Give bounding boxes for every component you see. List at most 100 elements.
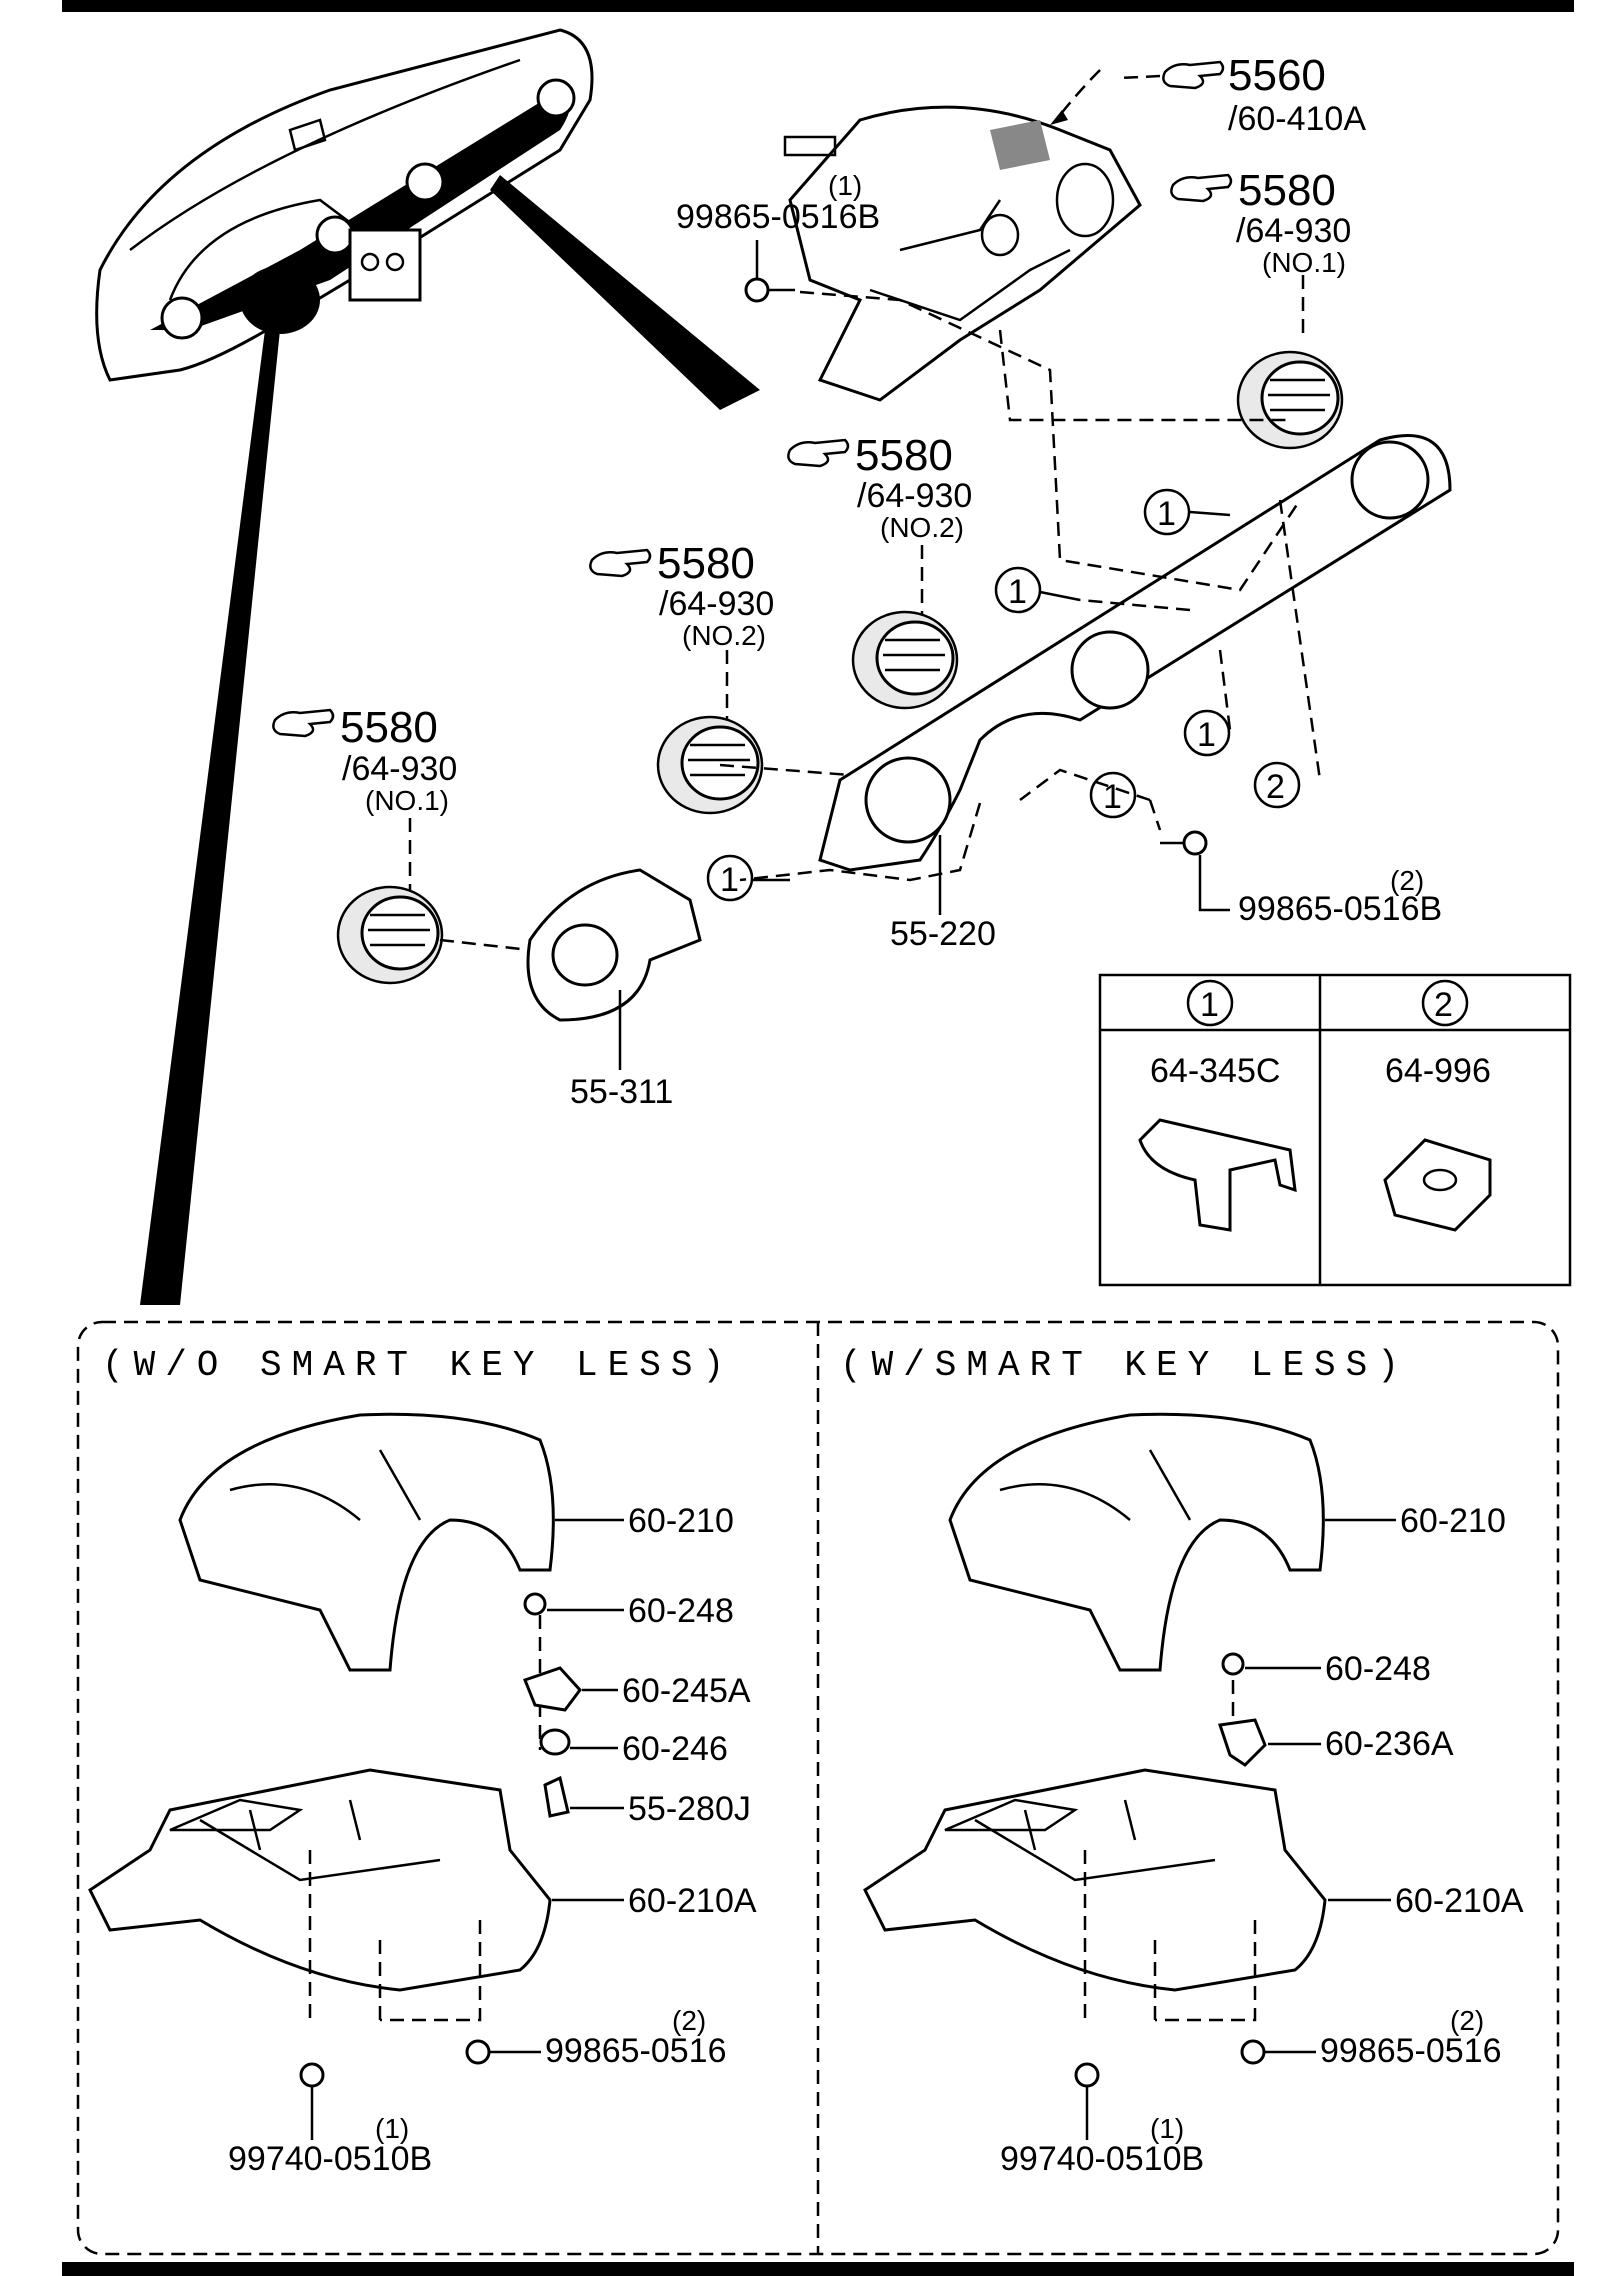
w-part-60-236a: 60-236A bbox=[1325, 1725, 1454, 1763]
wo-part-55-280j: 55-280J bbox=[628, 1790, 751, 1828]
w-screw-right-part: 99865-0516 bbox=[1320, 2032, 1502, 2070]
w-screw-left-qty: (1) bbox=[1150, 2113, 1184, 2144]
projection-wedge-lower bbox=[140, 330, 280, 1305]
bezel-55-311 bbox=[526, 868, 702, 1022]
reference-hand-icon bbox=[1162, 60, 1225, 90]
ref-5580-c: 5580 /64-930 (NO.2) bbox=[589, 539, 774, 651]
w-part-60-210: 60-210 bbox=[1400, 1502, 1506, 1540]
ref-5560-sub: /60-410A bbox=[1228, 100, 1366, 138]
callout-1-b: 1 bbox=[994, 566, 1081, 614]
bezel-part-number: 55-311 bbox=[570, 1073, 673, 1111]
w-part-60-210a: 60-210A bbox=[1395, 1882, 1524, 1920]
screw-mid-qty: (2) bbox=[1390, 865, 1424, 896]
bottom-rule bbox=[62, 2262, 1574, 2276]
leader-5560 bbox=[1059, 69, 1101, 116]
ref-5580-d-number: 5580 bbox=[340, 703, 438, 752]
bulb-55-280j-icon bbox=[543, 1775, 570, 1818]
svg-text:1: 1 bbox=[1157, 495, 1176, 533]
louver-c bbox=[656, 715, 764, 815]
wo-screw-left-qty: (1) bbox=[375, 2113, 409, 2144]
wo-screw-right-qty: (2) bbox=[672, 2005, 706, 2036]
screw-60-248-right-icon bbox=[1221, 1652, 1245, 1676]
guide-6 bbox=[1019, 768, 1151, 802]
screw-top-part: 99865-0516B bbox=[676, 198, 880, 236]
clip-icon bbox=[1138, 1118, 1297, 1232]
ref-5580-a: 5580 /64-930 (NO.1) bbox=[1170, 166, 1351, 278]
wo-part-60-248: 60-248 bbox=[628, 1592, 734, 1630]
wo-screw-left-part: 99740-0510B bbox=[228, 2140, 432, 2178]
reference-hand-icon bbox=[589, 548, 652, 578]
w-smart-title: (W/SMART KEY LESS) bbox=[840, 1345, 1409, 1386]
bracket-60-245a-icon bbox=[523, 1666, 582, 1712]
bracket-60-236a-icon bbox=[1218, 1718, 1267, 1767]
ref-5580-a-no: (NO.1) bbox=[1262, 247, 1346, 278]
screw-right-right-icon bbox=[1240, 2039, 1266, 2065]
washer-60-246-icon bbox=[539, 1728, 571, 1756]
lower-column-cover-right bbox=[863, 1768, 1327, 1992]
wo-part-60-245a: 60-245A bbox=[622, 1672, 751, 1710]
dashboard-overview bbox=[95, 28, 594, 382]
callout-1-c: 1 bbox=[1183, 709, 1231, 757]
screw-mid-part: 99865-0516B bbox=[1238, 890, 1442, 928]
wo-screw-right-part: 99865-0516 bbox=[545, 2032, 727, 2070]
guide-10 bbox=[1148, 799, 1162, 831]
guide-1 bbox=[799, 290, 1302, 592]
legend-col2-head: 2 bbox=[1434, 986, 1453, 1024]
guide-4 bbox=[1218, 649, 1232, 731]
svg-text:1: 1 bbox=[1197, 716, 1216, 754]
projection-wedge-upper bbox=[490, 175, 760, 410]
lower-column-cover-left bbox=[88, 1768, 552, 1992]
ref-5580-b-number: 5580 bbox=[855, 431, 953, 480]
screw-right-left-icon bbox=[465, 2039, 491, 2065]
ref-5580-c-sub: /64-930 bbox=[659, 585, 774, 623]
ref-5580-b-no: (NO.2) bbox=[880, 512, 964, 543]
panel-part-number: 55-220 bbox=[890, 915, 996, 953]
reference-hand-icon bbox=[787, 438, 850, 468]
svg-text:1: 1 bbox=[1008, 573, 1027, 611]
reference-hand-icon bbox=[272, 708, 335, 738]
svg-text:2: 2 bbox=[1266, 768, 1285, 806]
wo-part-60-210a: 60-210A bbox=[628, 1882, 757, 1920]
guide-7 bbox=[739, 802, 982, 882]
clip-legend-table: 1 2 64-345C 64-996 bbox=[1098, 973, 1572, 1287]
panel-55-220 bbox=[818, 434, 1452, 872]
legend-col2-part: 64-996 bbox=[1385, 1052, 1491, 1090]
svg-text:1: 1 bbox=[720, 861, 739, 899]
louver-a bbox=[1236, 350, 1344, 450]
upper-column-cover-right bbox=[948, 1412, 1325, 1672]
screw-bottom-right-icon bbox=[1074, 2062, 1100, 2088]
ref-5580-b-sub: /64-930 bbox=[857, 477, 972, 515]
ref-5580-a-sub: /64-930 bbox=[1236, 212, 1351, 250]
legend-col1-head: 1 bbox=[1200, 986, 1219, 1024]
callout-2: 2 bbox=[1253, 761, 1301, 809]
ref-5560-number: 5560 bbox=[1228, 51, 1326, 100]
w-screw-right-qty: (2) bbox=[1450, 2005, 1484, 2036]
guide-2 bbox=[998, 329, 1290, 422]
wo-part-60-210: 60-210 bbox=[628, 1502, 734, 1540]
ref-5580-c-no: (NO.2) bbox=[682, 620, 766, 651]
wo-part-60-246: 60-246 bbox=[622, 1730, 728, 1768]
guide-wo-2 bbox=[308, 1850, 482, 2022]
upper-column-cover-left bbox=[178, 1412, 555, 1672]
ref-5580-d: 5580 /64-930 (NO.1) bbox=[272, 703, 457, 816]
ref-5560: 5560 /60-410A bbox=[1119, 51, 1366, 138]
w-screw-left-part: 99740-0510B bbox=[1000, 2140, 1204, 2178]
guide-9 bbox=[439, 938, 531, 952]
instrument-panel-upper bbox=[783, 105, 1142, 402]
top-rule bbox=[62, 0, 1574, 12]
screw-bottom-left-icon bbox=[299, 2062, 325, 2088]
ref-5580-c-number: 5580 bbox=[657, 539, 755, 588]
legend-col1-part: 64-345C bbox=[1150, 1052, 1280, 1090]
svg-text:1: 1 bbox=[1103, 778, 1122, 816]
louver-b bbox=[851, 610, 959, 710]
nut-icon bbox=[1383, 1138, 1492, 1232]
louver-d bbox=[336, 885, 444, 985]
ref-5580-b: 5580 /64-930 (NO.2) bbox=[787, 431, 972, 543]
ref-5580-a-number: 5580 bbox=[1238, 166, 1336, 215]
callout-1-e: 1 bbox=[706, 854, 790, 902]
w-part-60-248: 60-248 bbox=[1325, 1650, 1431, 1688]
callout-1-d: 1 bbox=[1089, 771, 1137, 819]
callout-1-a: 1 bbox=[1143, 488, 1231, 536]
guide-5 bbox=[1079, 598, 1191, 612]
